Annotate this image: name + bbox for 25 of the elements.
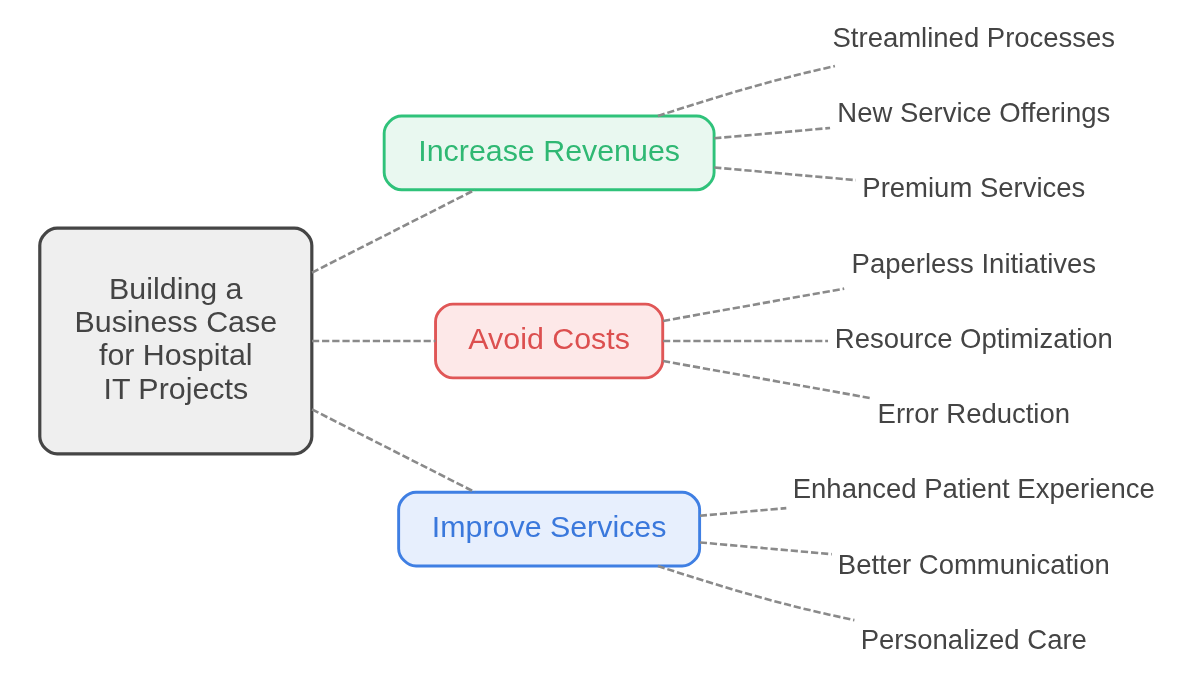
connector xyxy=(699,506,786,518)
node-box: Building a Business Case for Hospital IT Projects xyxy=(37,226,313,456)
node-text: Paperless Initiatives xyxy=(851,247,1096,279)
node-text: Enhanced Patient Experience xyxy=(792,473,1155,505)
node-text: Better Communication xyxy=(837,548,1110,580)
connector xyxy=(713,126,830,140)
connector xyxy=(713,166,856,182)
node-box: Improve Services xyxy=(396,490,701,568)
node-text: Error Reduction xyxy=(877,398,1070,430)
connector xyxy=(657,64,835,118)
node-text: Premium Services xyxy=(861,172,1085,204)
connector xyxy=(311,339,436,343)
connector xyxy=(699,541,832,556)
connector xyxy=(310,188,475,274)
node-text: Resource Optimization xyxy=(834,322,1113,354)
node-box: Avoid Costs xyxy=(433,302,664,380)
connector xyxy=(662,359,872,400)
connector xyxy=(657,564,855,622)
connector xyxy=(662,287,844,323)
node-box: Increase Revenues xyxy=(382,114,716,192)
connector xyxy=(310,408,475,494)
node-text: Personalized Care xyxy=(860,623,1087,655)
connector xyxy=(662,339,828,343)
node-text: Streamlined Processes xyxy=(832,21,1115,53)
node-text: New Service Offerings xyxy=(836,97,1110,129)
